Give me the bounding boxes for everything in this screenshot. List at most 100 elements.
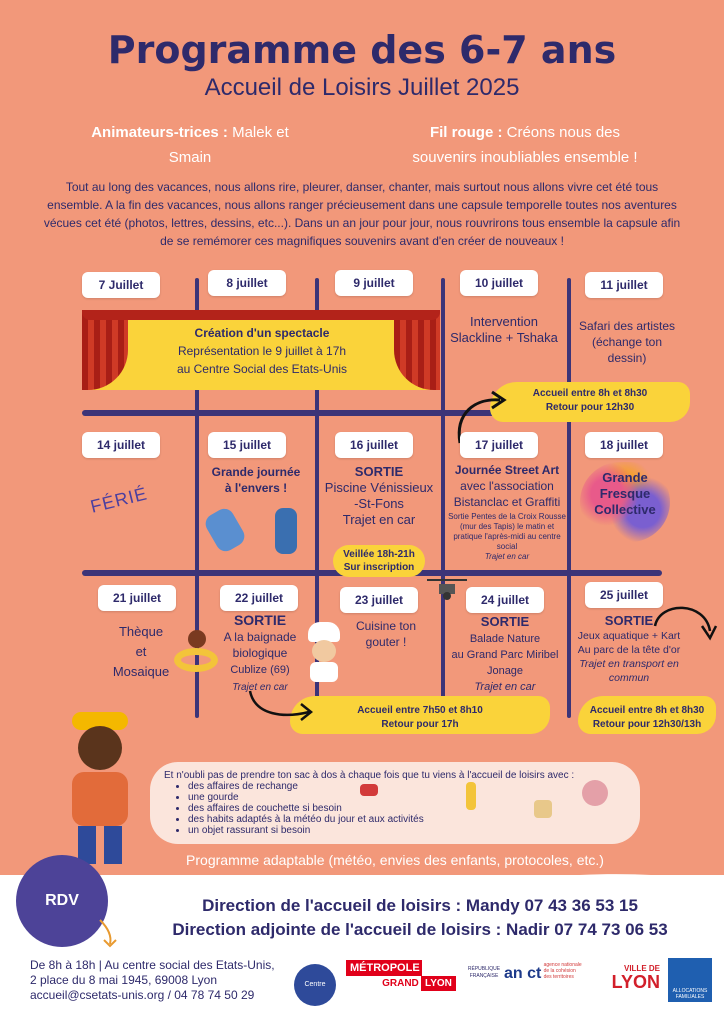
paint-splash bbox=[580, 462, 670, 542]
activity-line: Trajet en transport en bbox=[579, 658, 679, 670]
teddy-icon bbox=[582, 780, 608, 806]
chef-illustration bbox=[302, 622, 346, 682]
child-head bbox=[188, 630, 206, 648]
activity-line: -St-Fons bbox=[354, 496, 404, 511]
child-figure bbox=[275, 508, 297, 554]
animateurs-names-2: Smain bbox=[168, 149, 212, 166]
activity-line: Collective bbox=[594, 502, 656, 517]
grid-line bbox=[315, 278, 319, 718]
detail-line: Trajet en car bbox=[484, 552, 530, 561]
fil-rouge-text-2: souvenirs inoubliables ensemble ! bbox=[412, 149, 638, 166]
day-25-activity: SORTIE Jeux aquatique + Kart Au parc de … bbox=[570, 614, 688, 685]
accueil-line: Retour pour 12h30 bbox=[545, 402, 635, 413]
wave-divider bbox=[0, 874, 724, 898]
day-11-activity: Safari des artistes (échange ton dessin) bbox=[572, 318, 682, 366]
spectacle-title: Création d'un spectacle bbox=[194, 326, 330, 340]
address-line: De 8h à 18h | Au centre social des Etats… bbox=[30, 958, 275, 972]
checklist-item: une gourde bbox=[188, 792, 626, 803]
anct-text: an ct bbox=[504, 965, 542, 982]
drone-icon bbox=[427, 579, 467, 600]
activity-line: dessin) bbox=[607, 351, 647, 365]
day-label: 22 juillet bbox=[220, 585, 298, 611]
accueil-line: Accueil entre 8h et 8h30 bbox=[589, 705, 705, 716]
day-18-activity: Grande Fresque Collective bbox=[575, 470, 675, 518]
address-line: 2 place du 8 mai 1945, 69008 Lyon bbox=[30, 973, 218, 987]
activity-line: Piscine Vénissieux bbox=[324, 480, 434, 495]
activity-details: Sortie Pentes de la Croix Rousse (mur de… bbox=[446, 512, 568, 562]
accueil-line: Retour pour 17h bbox=[381, 719, 459, 730]
caf-logo: ALLOCATIONS FAMILIALES bbox=[668, 958, 712, 1002]
accueil-splash: Accueil entre 8h et 8h30 Retour pour 12h… bbox=[578, 696, 716, 734]
day-22-activity: SORTIE A la baignade biologique Cublize … bbox=[210, 612, 310, 696]
animateurs-names: Malek et bbox=[232, 124, 289, 141]
grid-line bbox=[195, 278, 199, 718]
activity-line: Thèque bbox=[118, 624, 164, 639]
metropole-text: LYON bbox=[421, 976, 456, 991]
metropole-text: GRAND bbox=[382, 978, 419, 989]
animateurs-label: Animateurs-trices : bbox=[91, 124, 228, 141]
shirt-icon bbox=[534, 800, 552, 818]
centre-social-logo: Centre Social bbox=[294, 964, 336, 1024]
day-label: 11 juillet bbox=[585, 272, 663, 298]
activity-line: au Grand Parc Miribel bbox=[451, 649, 559, 661]
day-label: 17 juillet bbox=[460, 432, 538, 458]
activity-title: Intervention bbox=[470, 314, 538, 329]
adaptable-note: Programme adaptable (météo, envies des e… bbox=[186, 852, 604, 868]
metropole-text: MÉTROPOLE bbox=[346, 960, 422, 976]
day-label: 18 juillet bbox=[585, 432, 663, 458]
accueil-splash: Accueil entre 8h et 8h30 Retour pour 12h… bbox=[490, 382, 690, 422]
checklist-box: Et n'oubli pas de prendre ton sac à dos … bbox=[150, 762, 640, 844]
activity-line: Jonage bbox=[486, 665, 524, 677]
veillee-badge: Veillée 18h-21h Sur inscription bbox=[333, 545, 425, 577]
ville-lyon-logo: VILLE DE LYON bbox=[590, 964, 660, 991]
day-15-activity: Grande journée à l'envers ! bbox=[200, 464, 312, 496]
spectacle-line: au Centre Social des Etats-Unis bbox=[176, 362, 348, 376]
intro-paragraph: Tout au long des vacances, nous allons r… bbox=[43, 180, 681, 248]
checklist-item: des affaires de couchette si besoin bbox=[188, 803, 626, 814]
detail-line: Sortie Pentes de la Croix Rousse bbox=[448, 512, 566, 521]
activity-line: Grande bbox=[602, 470, 648, 485]
ville-text: LYON bbox=[611, 972, 660, 992]
activity-line: Au parc de la tête d'or bbox=[577, 644, 681, 656]
sortie-label: SORTIE bbox=[604, 613, 654, 628]
activity-line: Cublize (69) bbox=[230, 664, 290, 676]
day-label: 14 juillet bbox=[82, 432, 160, 458]
sortie-label: SORTIE bbox=[233, 612, 287, 628]
cowboy-mascot bbox=[60, 712, 140, 872]
shoes-icon bbox=[360, 784, 378, 796]
activity-line: commun bbox=[608, 672, 650, 684]
fil-rouge-text: Créons nous des bbox=[506, 124, 621, 141]
day-17-activity: Journée Street Art avec l'association Bi… bbox=[446, 462, 568, 562]
anct-logo: an ct agence nationale de la cohésion de… bbox=[504, 962, 584, 983]
day-21-activity: Thèque et Mosaique bbox=[110, 622, 172, 682]
accueil-line: Accueil entre 8h et 8h30 bbox=[532, 388, 648, 399]
veillee-line: Veillée 18h-21h bbox=[343, 549, 415, 560]
mascot-face bbox=[78, 726, 122, 770]
day-label: 24 juillet bbox=[466, 587, 544, 613]
day-10-activity: Intervention Slackline + Tshaka bbox=[448, 314, 560, 346]
kids-illustration bbox=[202, 500, 305, 562]
metropole-logo: MÉTROPOLE GRAND LYON bbox=[346, 960, 458, 1000]
day-24-activity: SORTIE Balade Nature au Grand Parc Mirib… bbox=[448, 614, 562, 695]
activity-line: Trajet en car bbox=[342, 512, 416, 527]
activity-line: Journée Street Art bbox=[454, 463, 560, 477]
swimmer-illustration bbox=[172, 630, 222, 685]
detail-line: pratique l'après-midi au centre bbox=[453, 532, 561, 541]
activity-line: biologique bbox=[232, 646, 288, 660]
checklist-intro: Et n'oubli pas de prendre ton sac à dos … bbox=[164, 770, 575, 781]
day-16-activity: SORTIE Piscine Vénissieux -St-Fons Traje… bbox=[320, 464, 438, 528]
day-23-activity: Cuisine ton gouter ! bbox=[340, 618, 432, 650]
curved-arrow-icon bbox=[457, 390, 507, 444]
activity-line: Grande journée bbox=[211, 465, 301, 479]
day-label: 10 juillet bbox=[460, 270, 538, 296]
checklist-item: un objet rassurant si besoin bbox=[188, 825, 626, 836]
activity-line: Mosaique bbox=[112, 664, 170, 679]
mascot-leg bbox=[78, 826, 96, 864]
mascot-body bbox=[72, 772, 128, 826]
direction-adjointe-contact: Direction adjointe de l'accueil de loisi… bbox=[172, 920, 668, 939]
day-label: 16 juillet bbox=[335, 432, 413, 458]
activity-line: et bbox=[135, 644, 147, 659]
detail-line: social bbox=[496, 542, 518, 551]
ferie-label: FÉRIÉ bbox=[88, 483, 150, 517]
anct-subtext: agence nationale de la cohésion des terr… bbox=[543, 962, 582, 980]
